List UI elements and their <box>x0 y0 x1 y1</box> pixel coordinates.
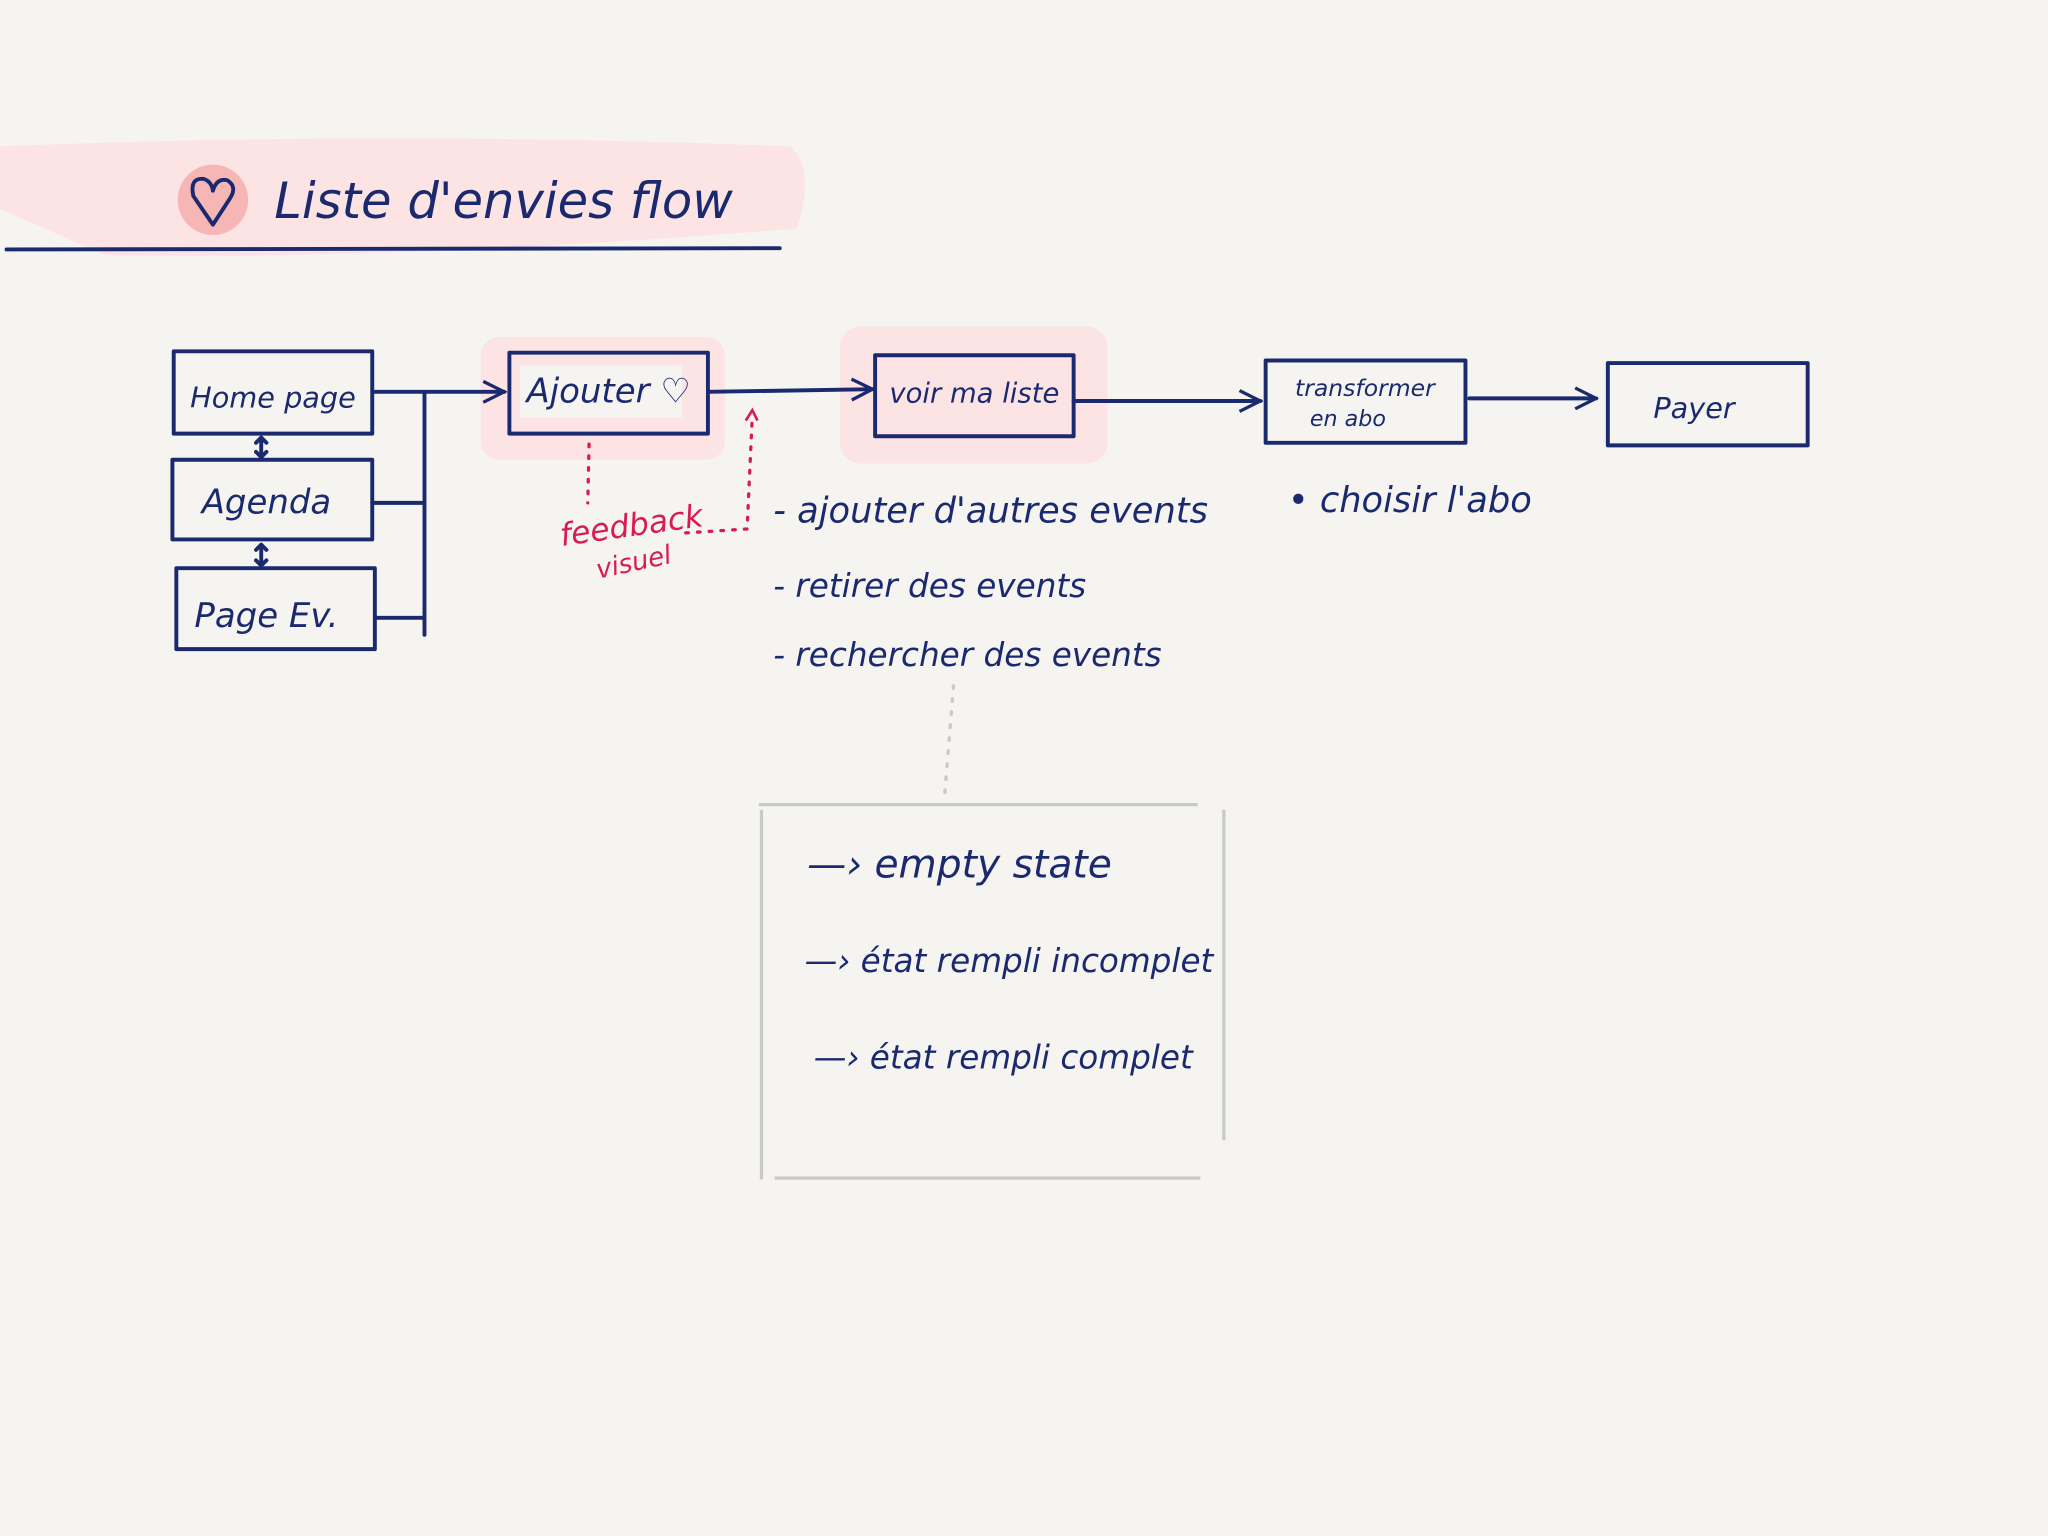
connector-bus <box>370 389 427 637</box>
svg-text:feedback: feedback <box>558 498 707 554</box>
svg-text:transformer: transformer <box>1295 374 1436 402</box>
node-transformer: transformer en abo <box>1263 358 1468 445</box>
double-arrow-icon <box>254 435 269 460</box>
list-item: - ajouter d'autres events <box>773 490 1208 531</box>
abo-note: • choisir l'abo <box>1288 480 1532 521</box>
double-arrow-icon <box>254 542 269 568</box>
svg-text:en abo: en abo <box>1310 406 1386 432</box>
heart-icon <box>190 176 236 227</box>
svg-text:voir ma liste: voir ma liste <box>889 378 1059 409</box>
list-actions: - ajouter d'autres events - retirer des … <box>773 490 1208 674</box>
svg-text:Ajouter ♡: Ajouter ♡ <box>525 371 691 411</box>
state-item: —› état rempli incomplet <box>805 942 1215 980</box>
title-block: Liste d'envies flow <box>0 138 806 256</box>
node-payer: Payer <box>1605 361 1810 448</box>
dotted-connector <box>942 684 956 801</box>
voir-highlight <box>839 326 1108 464</box>
states-box: —› empty state —› état rempli incomplet … <box>758 802 1226 1180</box>
arrow-to-voir <box>705 389 873 392</box>
svg-text:Payer: Payer <box>1653 391 1737 425</box>
node-voir-ma-liste: voir ma liste <box>873 353 1076 439</box>
state-item: —› empty state <box>807 843 1112 888</box>
node-page-ev: Page Ev. <box>174 566 377 652</box>
title-underline <box>4 246 782 252</box>
page-title: Liste d'envies flow <box>274 172 733 230</box>
list-item: - retirer des events <box>773 567 1086 605</box>
svg-text:Home page: Home page <box>190 381 356 415</box>
state-item: —› état rempli complet <box>814 1038 1194 1076</box>
node-ajouter: Ajouter ♡ <box>507 350 710 436</box>
node-home: Home page <box>171 349 375 436</box>
node-agenda: Agenda <box>170 457 375 542</box>
list-item: - rechercher des events <box>773 636 1161 674</box>
svg-text:Page Ev.: Page Ev. <box>194 596 338 636</box>
svg-text:Agenda: Agenda <box>200 482 332 522</box>
